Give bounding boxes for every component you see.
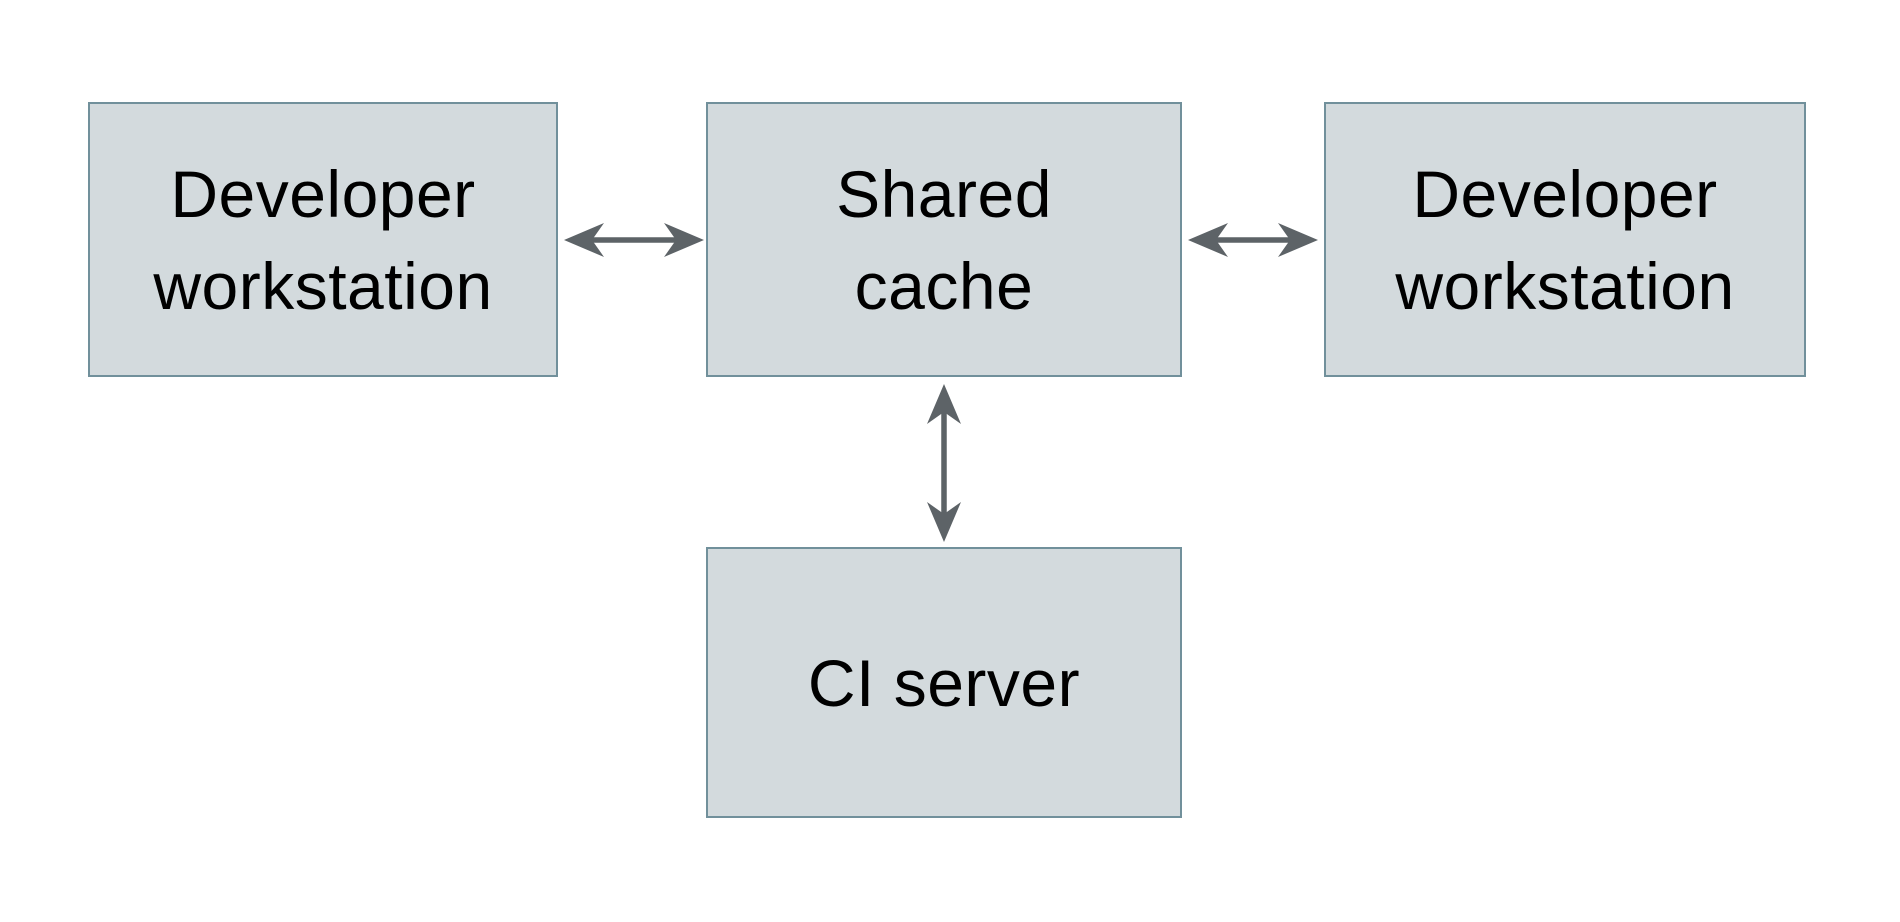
node-shared-cache: Shared cache <box>706 102 1182 377</box>
node-ci-server: CI server <box>706 547 1182 818</box>
node-developer-workstation-left: Developer workstation <box>88 102 558 377</box>
node-developer-workstation-right: Developer workstation <box>1324 102 1806 377</box>
